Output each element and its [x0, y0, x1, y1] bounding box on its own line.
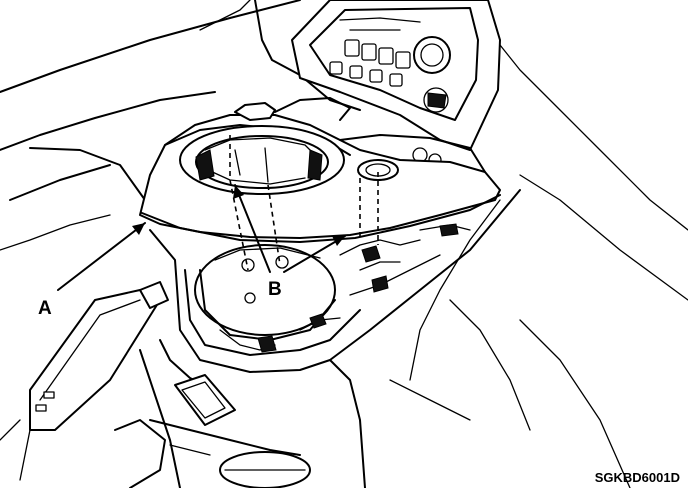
figure-code: SGKBD6001D: [595, 470, 680, 485]
label-a: A: [38, 298, 52, 319]
shift-mechanism: [194, 223, 471, 353]
leader-a: [57, 222, 146, 291]
label-b: B: [268, 279, 282, 300]
center-stack-panel: [291, 0, 501, 167]
lower-console-body: [0, 189, 521, 488]
leader-b: [233, 184, 346, 273]
fastener-guide-lines: [229, 135, 379, 271]
